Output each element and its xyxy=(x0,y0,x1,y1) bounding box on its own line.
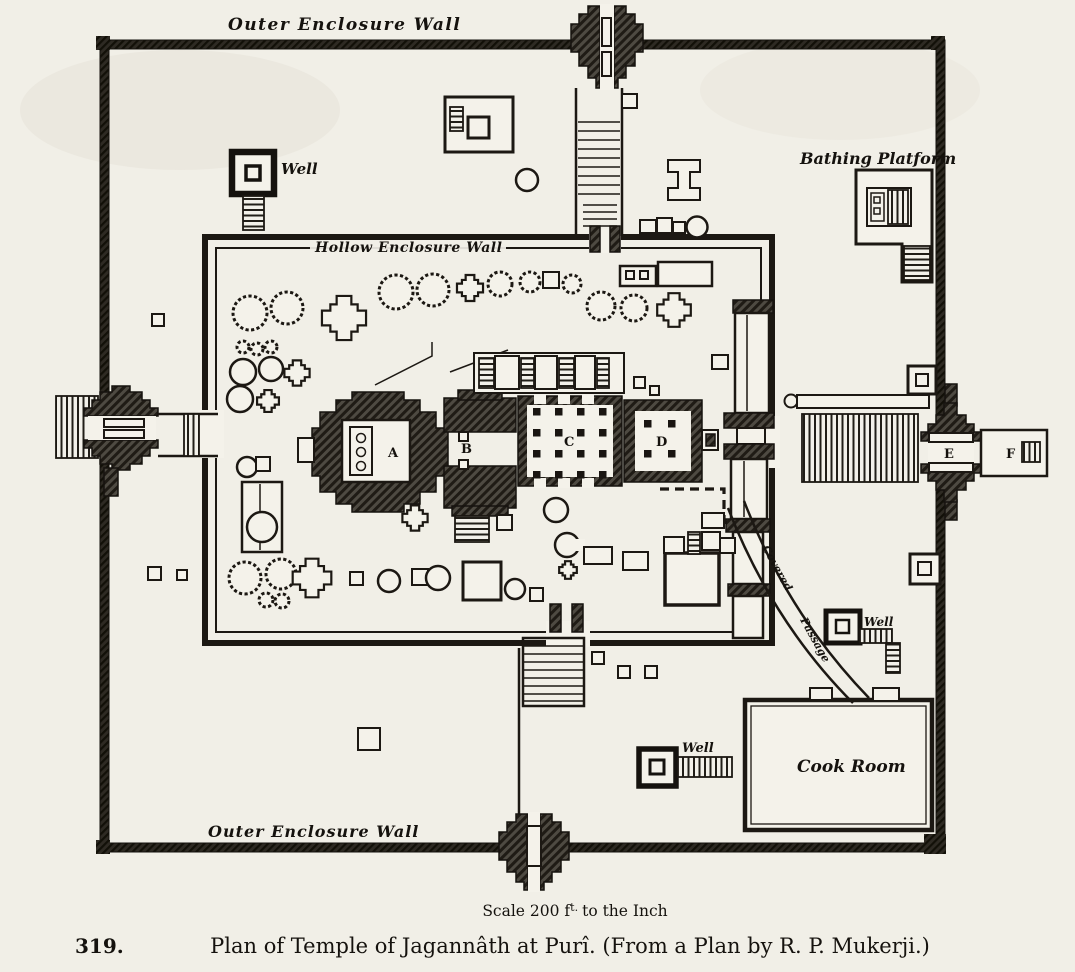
scale-note: Scale 200 ft.to the Inch xyxy=(482,901,667,920)
subsidiary-shrines xyxy=(147,95,942,751)
inner-south-gate-pylon xyxy=(549,603,562,633)
well-label-south: Well xyxy=(682,741,714,756)
inner-north-gate-pylon xyxy=(589,225,601,253)
west-porch xyxy=(297,437,315,463)
inner-south-gate-pylon xyxy=(571,603,584,633)
figure-number: 319. xyxy=(75,934,124,958)
inner-south-stairs xyxy=(521,636,586,708)
inner-east-gate-towers xyxy=(711,299,775,640)
paper-stain xyxy=(20,50,340,170)
key-letter-a: A xyxy=(387,446,399,461)
east-gate: E F xyxy=(920,383,1049,521)
paper-stain xyxy=(700,40,980,140)
bathing-platform-label: Bathing Platform xyxy=(799,149,956,168)
boundary-dashes xyxy=(660,487,726,524)
key-letter-c: C xyxy=(564,435,574,450)
cook-room-label: Cook Room xyxy=(797,757,906,777)
well-east: Well xyxy=(823,608,901,674)
north-gate-stairs xyxy=(578,121,620,227)
hall-c: C xyxy=(517,394,623,488)
temple-core: A B C xyxy=(297,342,719,517)
east-approach xyxy=(660,299,930,640)
south-gate xyxy=(498,648,570,892)
se-court xyxy=(663,551,721,607)
well-label-east: Well xyxy=(864,615,894,629)
well-south: Well xyxy=(636,741,733,789)
sanctum-a: A xyxy=(297,342,509,513)
west-gate xyxy=(55,385,218,497)
figure-caption: Plan of Temple of Jagannâth at Purî. (Fr… xyxy=(210,934,930,958)
key-letter-f: F xyxy=(1006,447,1016,462)
caption: Scale 200 ft.to the Inch 319. Plan of Te… xyxy=(75,901,930,958)
approach-causeway xyxy=(796,394,930,409)
cook-room: Cook Room xyxy=(742,697,935,833)
bathing-platform: Bathing Platform xyxy=(799,149,956,284)
hall-d: D xyxy=(623,399,719,483)
hollow-wall-label: Hollow Enclosure Wall xyxy=(314,240,502,256)
key-letter-d: D xyxy=(656,435,667,450)
outer-wall-label-bottom: Outer Enclosure Wall xyxy=(208,822,419,841)
inner-north-gate-pylon xyxy=(609,225,621,253)
outer-wall-label-top: Outer Enclosure Wall xyxy=(228,15,461,35)
great-steps xyxy=(801,413,919,483)
key-letter-e: E xyxy=(944,447,954,462)
well-top-left: Well xyxy=(228,148,318,231)
north-gate xyxy=(570,4,644,236)
i-shaped-shrine xyxy=(667,159,701,201)
well-label-top-left: Well xyxy=(281,160,318,178)
key-letter-b: B xyxy=(461,442,472,457)
gate-side-chamber xyxy=(621,93,638,109)
